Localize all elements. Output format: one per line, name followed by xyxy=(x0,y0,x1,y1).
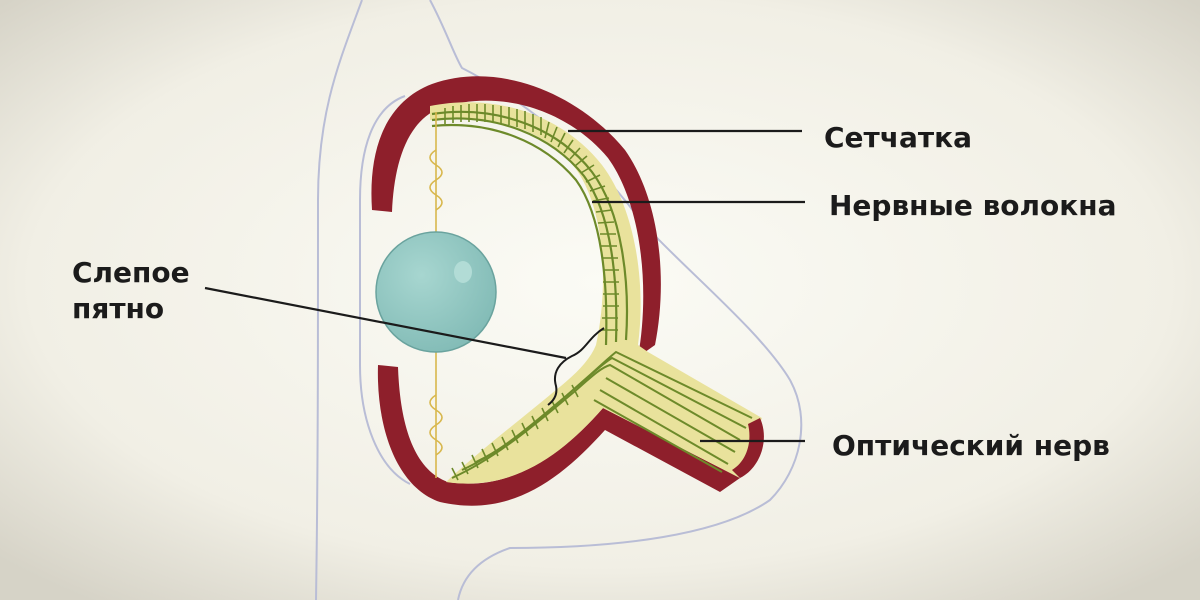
optic-nerve-tip xyxy=(732,418,764,478)
zonule-fibers xyxy=(429,112,443,478)
anterior-outline xyxy=(359,95,411,485)
fiber-loops xyxy=(444,104,619,331)
leader-lines xyxy=(204,129,805,443)
label-optic-nerve: Оптический нерв xyxy=(832,429,1110,462)
blind-spot-outline xyxy=(547,327,605,406)
label-retina: Сетчатка xyxy=(824,121,973,154)
lens xyxy=(375,231,497,353)
label-blind-spot-line1: Слепое xyxy=(72,256,190,289)
label-nerve-fibers: Нервные волокна xyxy=(829,189,1117,222)
fiber-loops-lower xyxy=(451,384,579,481)
retina-layer xyxy=(430,102,762,484)
leader-line-blind-spot xyxy=(204,286,567,360)
label-blind-spot-line2: пятно xyxy=(72,292,165,325)
lens-highlight xyxy=(454,261,472,283)
label-blind-spot: Слепое пятно xyxy=(72,255,190,327)
